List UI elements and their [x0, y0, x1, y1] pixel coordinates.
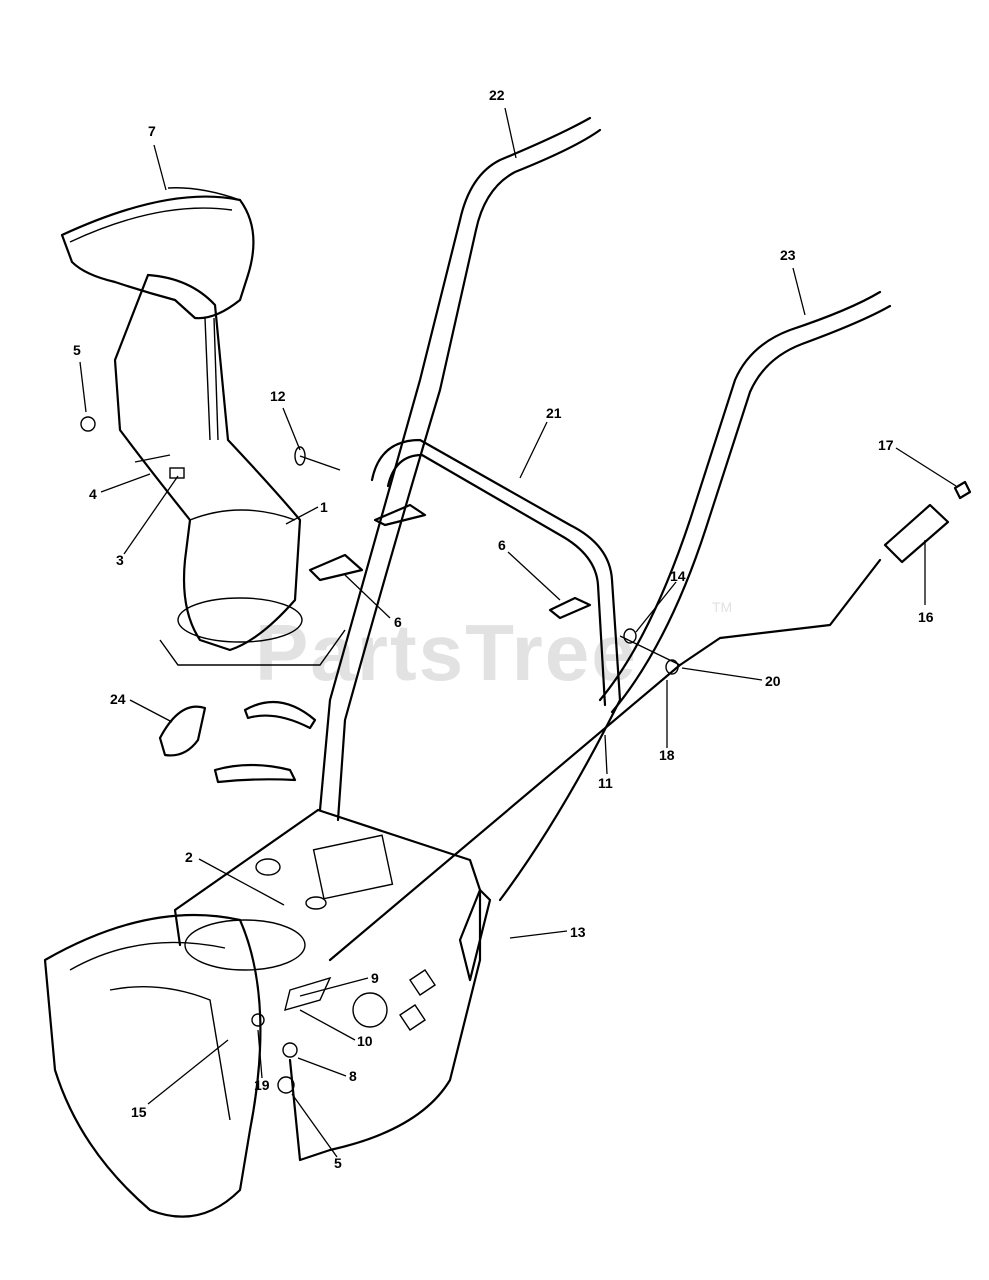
- part-housing: [43, 808, 492, 1218]
- callout-21: 21: [546, 405, 562, 421]
- part-handle-upper-left: [318, 116, 602, 822]
- callout-11: 11: [598, 775, 613, 791]
- callout-2: 2: [185, 849, 193, 865]
- callout-10: 10: [357, 1033, 373, 1049]
- callout-9: 9: [371, 970, 379, 986]
- part-upper-chute: [113, 273, 346, 666]
- callout-3: 3: [116, 552, 124, 568]
- callout-8: 8: [349, 1068, 357, 1084]
- part-chute-deflector: [60, 187, 255, 441]
- watermark-trademark: TM: [712, 599, 732, 615]
- part-handle-frame: [370, 438, 622, 902]
- callout-22: 22: [489, 87, 505, 103]
- part-knobs: [308, 503, 592, 620]
- callout-5b: 5: [334, 1155, 342, 1171]
- callout-18: 18: [659, 747, 675, 763]
- callout-19: 19: [254, 1077, 270, 1093]
- callout-14: 14: [670, 568, 686, 584]
- part-grip: [883, 480, 972, 564]
- callout-labels: 22 7 23 5 12 21 17 4 1 3 6 6 14 16 20 24…: [73, 87, 934, 1171]
- part-shift-rod: [328, 558, 882, 962]
- callout-6: 6: [394, 614, 402, 630]
- watermark-text: PartsTree: [255, 608, 638, 697]
- callout-24: 24: [110, 691, 126, 707]
- callout-5: 5: [73, 342, 81, 358]
- callout-12: 12: [270, 388, 286, 404]
- part-chute-brackets: [158, 700, 317, 784]
- callout-17: 17: [878, 437, 894, 453]
- callout-6b: 6: [498, 537, 506, 553]
- callout-13: 13: [570, 924, 586, 940]
- callout-16: 16: [918, 609, 934, 625]
- callout-7: 7: [148, 123, 156, 139]
- callout-1: 1: [320, 499, 328, 515]
- callout-4: 4: [89, 486, 97, 502]
- callout-23: 23: [780, 247, 796, 263]
- callout-20: 20: [765, 673, 781, 689]
- part-handle-upper-right: [598, 290, 892, 714]
- leader-lines: [79, 107, 957, 1158]
- callout-15: 15: [131, 1104, 147, 1120]
